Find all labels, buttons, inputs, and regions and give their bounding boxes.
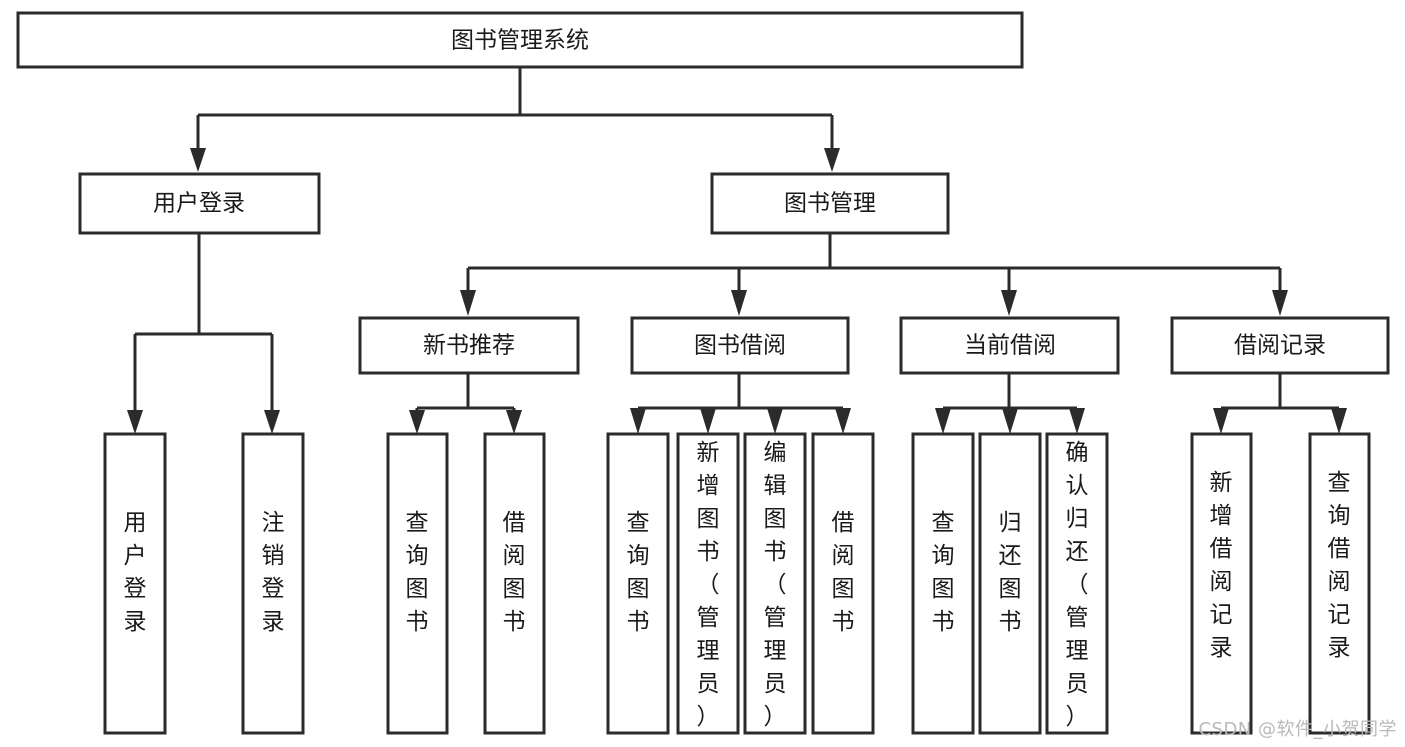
arrow-head-current-borrow (1001, 290, 1017, 316)
leaf-add-book-box[interactable] (676, 432, 740, 735)
leaf-query-book-1[interactable]: 查询图书 (386, 432, 449, 735)
leaf-query-book-1-label: 查询图书 (406, 510, 429, 635)
leaf-edit-book[interactable]: 编辑图书（管理员） (743, 432, 807, 735)
node-book-borrow[interactable]: 图书借阅 (630, 316, 850, 375)
leaf-add-record[interactable]: 新增借阅记录 (1190, 432, 1253, 735)
leaf-confirm-return-label: 确认归还（管理员） (1066, 440, 1089, 730)
node-new-book-recommend[interactable]: 新书推荐 (358, 316, 580, 375)
arrow-head-new-book (460, 290, 476, 316)
connector-group-book-borrow-to-leaves (630, 373, 851, 434)
node-user-login[interactable]: 用户登录 (78, 172, 321, 235)
node-book-management-box[interactable] (710, 172, 950, 235)
node-borrow-record-box[interactable] (1170, 316, 1390, 375)
leaf-user-logout-label: 注销登录 (262, 510, 285, 635)
leaf-query-book-3-box[interactable] (911, 432, 975, 735)
node-book-management[interactable]: 图书管理 (710, 172, 950, 235)
watermark-text: CSDN @软件_小贺同学 (1198, 719, 1397, 740)
connector-group-root-to-level2 (190, 67, 840, 172)
connector-group-current-borrow-to-leaves (935, 373, 1085, 434)
connector-group-user-login-to-leaves (127, 233, 280, 434)
arrow-head-leaf-return-book (1002, 408, 1018, 434)
arrow-head-leaf-add-record (1213, 408, 1229, 434)
connector-group-new-book-to-leaves (409, 373, 522, 434)
arrow-head-leaf-query-book-3 (935, 408, 951, 434)
arrow-head-book-management (824, 148, 840, 172)
node-new-book-recommend-box[interactable] (358, 316, 580, 375)
leaf-borrow-book-1-label: 借阅图书 (503, 510, 526, 635)
leaf-user-login-label: 用户登录 (124, 510, 147, 635)
arrow-head-leaf-query-book-1 (409, 410, 425, 434)
leaf-edit-book-label: 编辑图书（管理员） (764, 440, 787, 730)
leaf-borrow-book-2-box[interactable] (811, 432, 875, 735)
leaf-query-book-3[interactable]: 查询图书 (911, 432, 975, 735)
leaf-add-record-box[interactable] (1190, 432, 1253, 735)
arrow-head-leaf-user-login (127, 410, 143, 434)
leaf-add-book[interactable]: 新增图书（管理员） (676, 432, 740, 735)
leaf-query-book-1-box[interactable] (386, 432, 449, 735)
leaf-return-book-box[interactable] (978, 432, 1042, 735)
leaf-return-book[interactable]: 归还图书 (978, 432, 1042, 735)
arrow-head-leaf-confirm-return (1069, 408, 1085, 434)
connector-group-borrow-record-to-leaves (1213, 373, 1347, 434)
node-borrow-record-label: 借阅记录 (1234, 333, 1326, 359)
leaf-confirm-return-box[interactable] (1045, 432, 1109, 735)
node-root-box[interactable] (16, 11, 1024, 69)
arrow-head-leaf-borrow-book-1 (506, 410, 522, 434)
leaf-return-book-label: 归还图书 (999, 510, 1022, 635)
leaf-add-record-label: 新增借阅记录 (1210, 470, 1233, 661)
connector-group-book-management-to-level3 (460, 233, 1288, 316)
leaf-query-book-2-label: 查询图书 (627, 510, 650, 635)
arrow-head-leaf-borrow-book-2 (835, 408, 851, 434)
leaf-query-book-3-label: 查询图书 (932, 510, 955, 635)
leaf-borrow-book-2[interactable]: 借阅图书 (811, 432, 875, 735)
leaf-user-logout-box[interactable] (241, 432, 305, 735)
arrow-head-user-login (190, 148, 206, 172)
leaf-confirm-return[interactable]: 确认归还（管理员） (1045, 432, 1109, 735)
leaf-query-book-2-box[interactable] (606, 432, 670, 735)
node-borrow-record[interactable]: 借阅记录 (1170, 316, 1390, 375)
arrow-head-book-borrow (731, 290, 747, 316)
leaf-user-logout[interactable]: 注销登录 (241, 432, 305, 735)
arrow-head-leaf-edit-book (767, 408, 783, 434)
arrow-head-leaf-query-record (1331, 408, 1347, 434)
leaf-borrow-book-2-label: 借阅图书 (832, 510, 855, 635)
node-current-borrow-box[interactable] (899, 316, 1120, 375)
leaf-edit-book-box[interactable] (743, 432, 807, 735)
arrow-head-leaf-user-logout (264, 410, 280, 434)
node-root[interactable]: 图书管理系统 (16, 11, 1024, 69)
leaf-user-login[interactable]: 用户登录 (103, 432, 167, 735)
leaf-query-record-label: 查询借阅记录 (1328, 470, 1351, 661)
leaf-query-record-box[interactable] (1308, 432, 1371, 735)
arrow-head-leaf-add-book (700, 408, 716, 434)
node-book-management-label: 图书管理 (784, 191, 876, 217)
node-book-borrow-label: 图书借阅 (694, 333, 786, 359)
node-user-login-box[interactable] (78, 172, 321, 235)
node-root-label: 图书管理系统 (451, 28, 589, 54)
leaf-borrow-book-1-box[interactable] (483, 432, 546, 735)
leaf-query-book-2[interactable]: 查询图书 (606, 432, 670, 735)
node-user-login-label: 用户登录 (153, 191, 245, 217)
node-book-borrow-box[interactable] (630, 316, 850, 375)
leaf-user-login-box[interactable] (103, 432, 167, 735)
node-current-borrow[interactable]: 当前借阅 (899, 316, 1120, 375)
arrow-head-leaf-query-book-2 (630, 408, 646, 434)
node-current-borrow-label: 当前借阅 (964, 333, 1056, 359)
leaf-query-record[interactable]: 查询借阅记录 (1308, 432, 1371, 735)
leaf-add-book-label: 新增图书（管理员） (697, 440, 720, 730)
node-new-book-recommend-label: 新书推荐 (423, 333, 515, 359)
leaf-borrow-book-1[interactable]: 借阅图书 (483, 432, 546, 735)
arrow-head-borrow-record (1272, 290, 1288, 316)
